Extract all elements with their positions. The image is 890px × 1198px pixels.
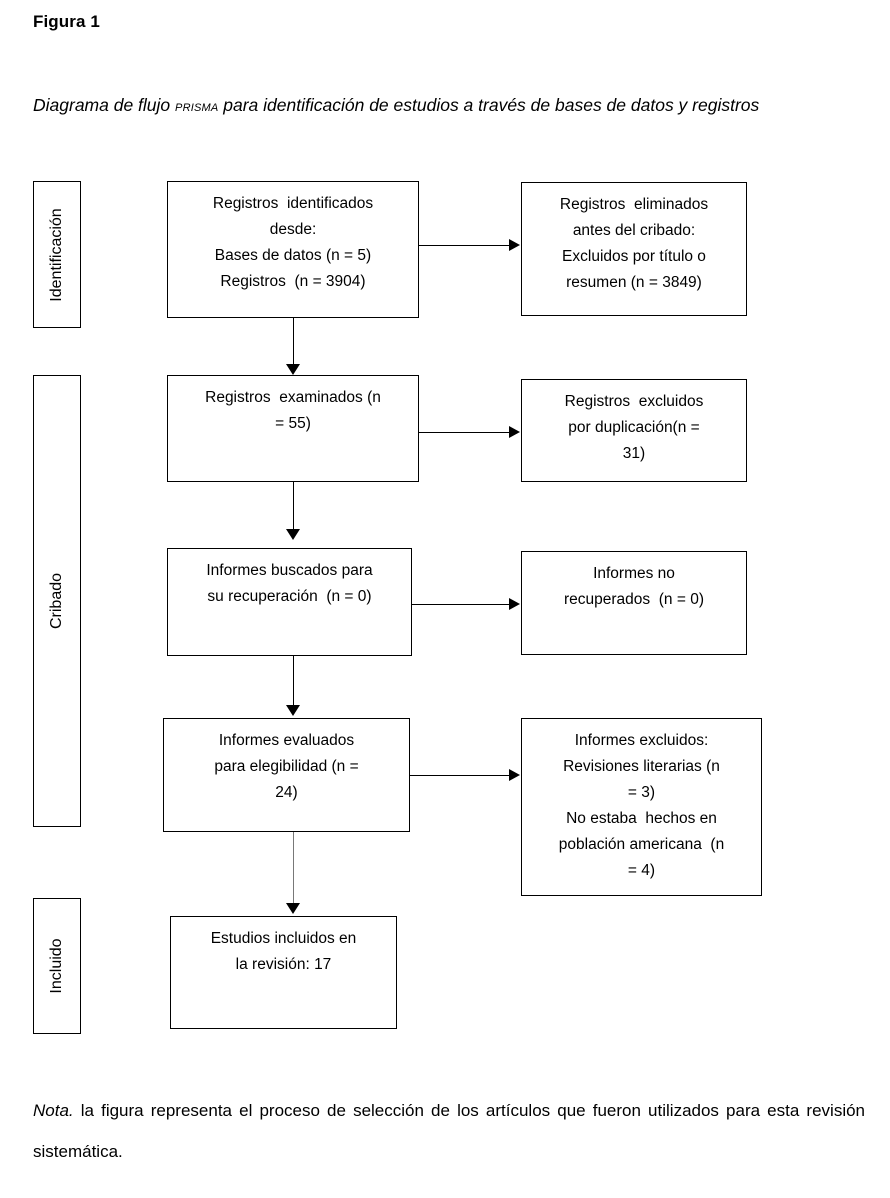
box-line: Registros excluidos xyxy=(564,393,704,410)
arrowhead-screened-to-sought xyxy=(286,529,300,540)
box-line: Bases de datos (n = 5) xyxy=(214,247,372,264)
connector-identified-to-screened xyxy=(293,318,294,365)
connector-assessed-to-excluded xyxy=(410,775,510,776)
arrowhead-sought-to-assessed xyxy=(286,705,300,716)
box-line: la revisión: 17 xyxy=(235,956,332,973)
phase-label-identificacion: Identificación xyxy=(48,207,65,302)
caption-text-after: para identificación de estudios a través… xyxy=(218,95,760,115)
connector-screened-to-sought xyxy=(293,482,294,530)
arrowhead-sought-to-not-retrieved xyxy=(509,597,520,610)
box-line: Registros (n = 3904) xyxy=(220,273,366,290)
box-records-removed-before-screening: Registros eliminados antes del cribado: … xyxy=(521,182,747,316)
phase-box-cribado: Cribado xyxy=(33,375,81,827)
phase-box-incluido: Incluido xyxy=(33,898,81,1034)
figure-label: Figura 1 xyxy=(33,12,100,31)
box-reports-not-retrieved: Informes no recuperados (n = 0) xyxy=(521,551,747,655)
box-line: desde: xyxy=(269,221,317,238)
box-line: resumen (n = 3849) xyxy=(566,274,702,291)
arrowhead-assessed-to-included xyxy=(286,903,300,914)
box-reports-assessed-eligibility: Informes evaluados para elegibilidad (n … xyxy=(163,718,410,832)
phase-label-cribado: Cribado xyxy=(48,572,65,630)
connector-assessed-to-included xyxy=(293,832,294,905)
box-line: población americana (n xyxy=(558,836,725,853)
box-line: antes del cribado: xyxy=(572,222,696,239)
box-line: Registros eliminados xyxy=(559,196,709,213)
figure-caption: Diagrama de flujo PRISMA para identifica… xyxy=(33,84,873,128)
box-line: Informes no xyxy=(593,565,675,582)
caption-text-before: Diagrama de flujo xyxy=(33,95,176,115)
phase-label-incluido: Incluido xyxy=(48,938,65,994)
figure-note: Nota. la figura representa el proceso de… xyxy=(33,1090,865,1172)
box-records-identified: Registros identificados desde: Bases de … xyxy=(167,181,419,318)
box-line: Registros examinados (n xyxy=(205,389,381,406)
box-line: = 3) xyxy=(627,784,656,801)
box-line: Registros identificados xyxy=(212,195,374,212)
box-line: por duplicación(n = xyxy=(568,419,700,436)
box-records-screened: Registros examinados (n = 55) xyxy=(167,375,419,482)
connector-identified-to-removed xyxy=(419,245,510,246)
box-line: No estaba hechos en xyxy=(566,810,717,827)
box-line: = 4) xyxy=(627,862,656,879)
arrowhead-screened-to-duplicates xyxy=(509,425,520,438)
box-line: = 55) xyxy=(275,415,311,432)
box-line: 31) xyxy=(622,445,646,462)
box-line: Informes excluidos: xyxy=(574,732,709,749)
box-line: 24) xyxy=(275,784,298,801)
connector-sought-to-not-retrieved xyxy=(412,604,510,605)
box-included-studies: Estudios incluidos en la revisión: 17 xyxy=(170,916,397,1029)
box-line: Informes evaluados xyxy=(218,732,355,749)
box-line: Estudios incluidos en xyxy=(210,930,357,947)
box-line: para elegibilidad (n = xyxy=(214,758,359,775)
box-reports-sought-retrieval: Informes buscados para su recuperación (… xyxy=(167,548,412,656)
box-records-excluded-duplicates: Registros excluidos por duplicación(n = … xyxy=(521,379,747,482)
box-line: recuperados (n = 0) xyxy=(563,591,704,608)
phase-box-identificacion: Identificación xyxy=(33,181,81,328)
note-lead-word: Nota. xyxy=(33,1101,74,1120)
note-body-text: la figura representa el proceso de selec… xyxy=(33,1101,865,1161)
box-line: Excluidos por título o xyxy=(562,248,706,265)
arrowhead-assessed-to-excluded xyxy=(509,768,520,781)
arrowhead-identified-to-screened xyxy=(286,364,300,375)
box-line: Informes buscados para xyxy=(206,562,373,579)
caption-prisma-acronym: PRISMA xyxy=(175,98,219,115)
connector-sought-to-assessed xyxy=(293,656,294,706)
box-line: su recuperación (n = 0) xyxy=(207,588,372,605)
connector-screened-to-duplicates xyxy=(419,432,510,433)
box-reports-excluded: Informes excluidos: Revisiones literaria… xyxy=(521,718,762,896)
box-line: Revisiones literarias (n xyxy=(563,758,720,775)
arrowhead-identified-to-removed xyxy=(509,238,520,251)
